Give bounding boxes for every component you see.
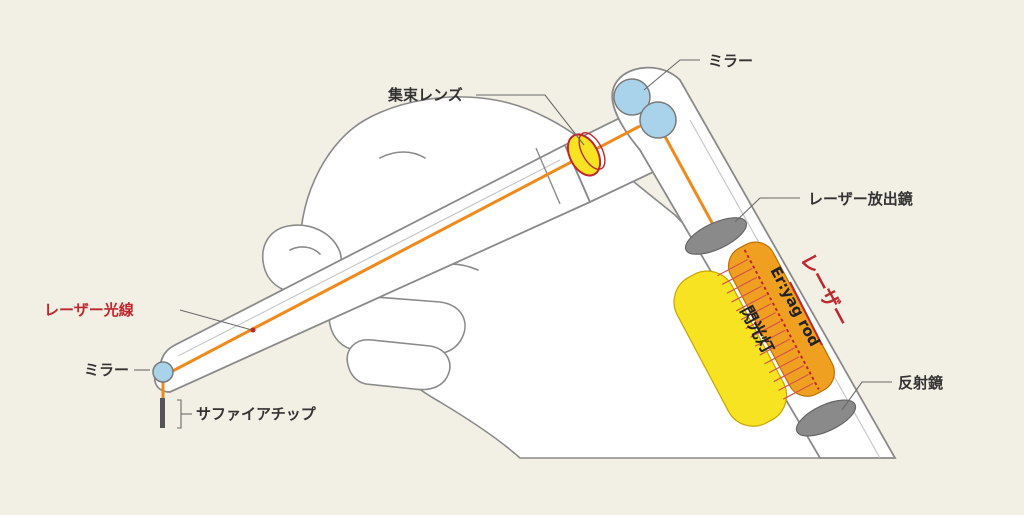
mirror-top-1 <box>613 78 651 116</box>
light-ray <box>754 329 786 347</box>
condenser-lens-part <box>566 132 606 177</box>
label-laser-beam: レーザー光線 <box>44 301 134 319</box>
hand-outline <box>261 96 821 459</box>
light-rays <box>717 259 814 400</box>
knuckle-line <box>379 151 426 159</box>
light-ray <box>773 365 805 383</box>
label-sapphire-tip: サファイアチップ <box>196 405 317 423</box>
middle-finger <box>346 339 451 391</box>
label-mirror-tip: ミラー <box>84 361 129 379</box>
light-ray <box>745 312 776 330</box>
leader-mirror-top <box>643 59 700 91</box>
light-ray <box>750 320 781 338</box>
thumb-crease <box>289 246 321 255</box>
light-ray <box>726 276 758 294</box>
label-condenser-lens: 集束レンズ <box>387 86 463 104</box>
light-ray <box>778 373 809 391</box>
lamp-rod-assembly <box>673 241 835 427</box>
light-ray <box>721 267 753 285</box>
light-ray <box>759 338 791 356</box>
light-ray <box>740 303 772 321</box>
leader-lines <box>134 59 892 429</box>
shaft-joint <box>535 147 561 205</box>
leader-output <box>734 197 800 223</box>
condenser-lens-rim <box>578 132 606 170</box>
beam-housing <box>654 119 718 231</box>
laser-vertical-bar <box>789 281 823 346</box>
light-ray <box>782 382 814 400</box>
label-mirror-top: ミラー <box>708 52 753 70</box>
light-ray <box>717 259 748 277</box>
leader-laser-beam <box>179 309 253 331</box>
light-ray <box>768 356 800 374</box>
leader-lens <box>476 94 585 146</box>
shaft-edge <box>177 159 561 357</box>
laser-output-mirror <box>684 217 748 255</box>
rod-laser-path <box>743 249 820 390</box>
label-laser-output-mirror: レーザー放出鏡 <box>808 190 913 208</box>
bracket-sapphire <box>177 399 182 429</box>
light-ray <box>731 285 762 303</box>
condenser-lens <box>566 133 602 177</box>
mirror-top-2 <box>639 101 677 139</box>
light-ray <box>764 347 795 365</box>
sapphire-tip <box>160 398 165 428</box>
beam-shaft <box>164 124 641 377</box>
label-reflector: 反射鏡 <box>898 374 943 392</box>
reflector-mirror <box>795 399 857 437</box>
leader-reflector <box>841 381 892 411</box>
mirror-tip <box>152 361 174 383</box>
laser-beam-dot <box>250 327 256 333</box>
light-ray <box>735 294 767 312</box>
